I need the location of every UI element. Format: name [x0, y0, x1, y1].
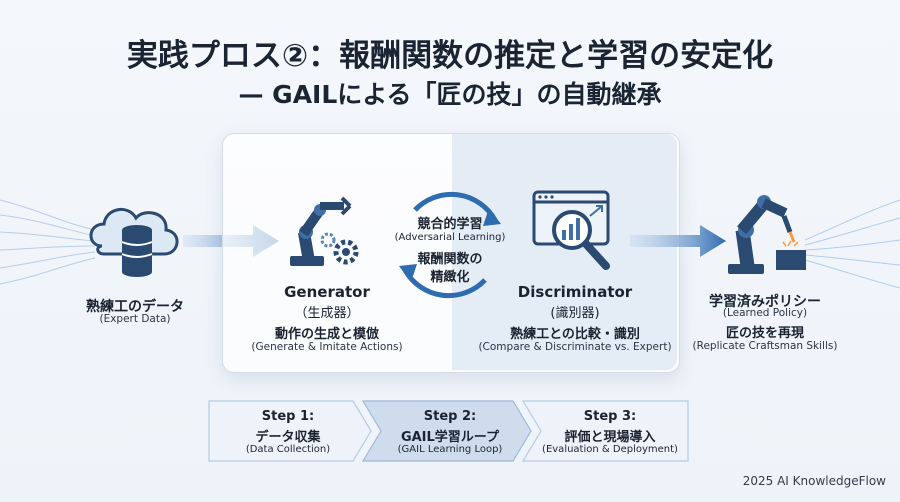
- discriminator-panel-bg: [452, 134, 677, 370]
- page-title: 実践プロス②：報酬関数の推定と学習の安定化: [126, 38, 774, 74]
- discriminator-action-en: (Compare & Discriminate vs. Expert): [478, 341, 672, 353]
- discriminator-title: Discriminator: [517, 283, 633, 301]
- circular-arrows-icon: [399, 191, 501, 299]
- robot-arm-gear-icon: [290, 196, 359, 266]
- generator-subtitle: （生成器）: [294, 306, 360, 321]
- adversarial-sublabel: (Adversarial Learning): [394, 232, 506, 243]
- magnifier-chart-icon: [532, 190, 610, 270]
- reward-refine-label-1: 報酬関数の: [417, 252, 483, 267]
- reward-refine-label-2: 精緻化: [430, 270, 470, 285]
- generator-action-en: (Generate & Imitate Actions): [251, 341, 403, 353]
- discriminator-subtitle: (識別器): [550, 306, 600, 321]
- policy-action: 匠の技を再現: [725, 326, 804, 341]
- cloud-database-icon: [89, 208, 179, 277]
- step-1-en: (Data Collection): [245, 444, 331, 455]
- robot-arm-icon: [728, 195, 806, 274]
- step-3: Step 3: 評価と現場導入 (Evaluation & Deployment…: [530, 401, 690, 461]
- step-3-name: 評価と現場導入: [564, 430, 656, 445]
- step-3-title: Step 3:: [583, 409, 637, 424]
- step-1-name: データ収集: [255, 430, 321, 445]
- policy-label: 学習済みポリシー: [709, 294, 821, 310]
- expert-data-label: 熟練工のデータ: [86, 299, 184, 315]
- discriminator-action: 熟練工との比較・識別: [510, 327, 640, 342]
- footer-credit: 2025 AI KnowledgeFlow: [742, 474, 886, 488]
- step-2-title: Step 2:: [423, 409, 477, 424]
- step-1-title: Step 1:: [261, 409, 315, 424]
- step-3-en: (Evaluation & Deployment): [542, 444, 678, 455]
- policy-sublabel: (Learned Policy): [722, 307, 808, 319]
- step-2: Step 2: GAIL学習ループ (GAIL Learning Loop): [370, 401, 530, 461]
- step-1: Step 1: データ収集 (Data Collection): [208, 401, 368, 461]
- expert-data-sublabel: (Expert Data): [99, 313, 171, 325]
- adversarial-label: 競合的学習: [417, 217, 483, 232]
- step-2-name: GAIL学習ループ: [400, 430, 500, 445]
- policy-action-en: (Replicate Craftsman Skills): [692, 340, 838, 352]
- steps-chevrons: [208, 400, 689, 462]
- page-subtitle: — GAILによる「匠の技」の自動継承: [238, 80, 662, 109]
- generator-action: 動作の生成と模倣: [274, 327, 379, 342]
- arrow-right-icon-2: [630, 225, 726, 257]
- step-2-en: (GAIL Learning Loop): [397, 444, 503, 455]
- generator-title: Generator: [284, 283, 370, 301]
